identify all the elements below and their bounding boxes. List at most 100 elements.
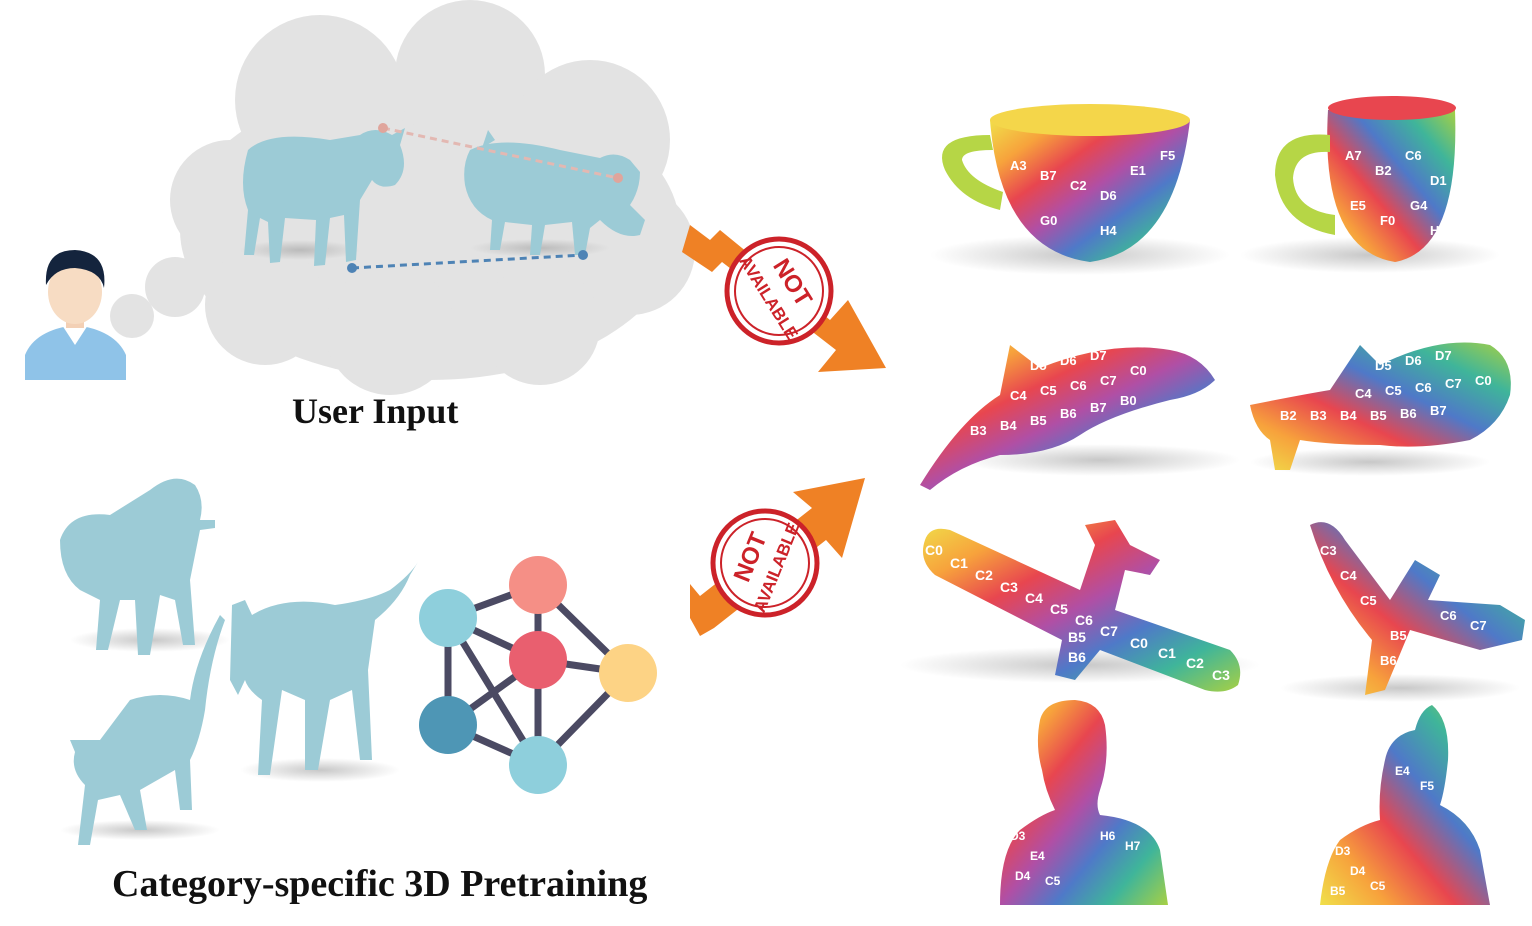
stamp-not-available-bottom: NOT AVAILABLE	[710, 508, 820, 618]
nn-node-yellow	[599, 644, 657, 702]
cup-left-label-1: B7	[1040, 168, 1057, 183]
plane-left-label-3: C3	[1000, 579, 1018, 595]
airplane-left: C0 C1 C2 C3 C4 C5 C6 C7 C0 C1 C2 C3 B5 B…	[900, 520, 1260, 692]
dolphin-left-label-4: C5	[1040, 383, 1057, 398]
plane-left-label-0: C0	[925, 542, 943, 558]
plane-right-label-2: C5	[1360, 593, 1377, 608]
plane-right-label-6: B6	[1380, 653, 1397, 668]
bust-left-label-0: D3	[1010, 829, 1026, 843]
plane-right-label-1: C4	[1340, 568, 1357, 583]
cup-right-label-7: H3	[1430, 223, 1447, 238]
fish-right-label-4: C5	[1385, 383, 1402, 398]
cup-right-label-4: E5	[1350, 198, 1366, 213]
cup-right-label-0: A7	[1345, 148, 1362, 163]
cup-right: A7 B2 C6 D1 E5 F0 G4 H3	[1240, 96, 1500, 273]
cup-left-label-3: D6	[1100, 188, 1117, 203]
dolphin-left-label-3: C4	[1010, 388, 1027, 403]
bust-right-label-3: B5	[1330, 884, 1346, 898]
bust-right-label-5: F5	[1420, 779, 1434, 793]
plane-left-label-13: B6	[1068, 649, 1086, 665]
plane-left-label-11: C3	[1212, 667, 1230, 683]
stamp-not-available-top: NOT AVAILABLE	[724, 236, 834, 346]
plane-left-label-12: B5	[1068, 629, 1086, 645]
cup-right-label-5: F0	[1380, 213, 1395, 228]
fish-right-label-0: D5	[1375, 358, 1392, 373]
cow-shape	[240, 128, 405, 266]
dog-shape	[230, 562, 418, 782]
fish-right-label-3: C4	[1355, 386, 1372, 401]
dolphin-left: D5 D6 D7 C4 C5 C6 C7 C0 B3 B4 B5 B6 B7 B…	[920, 345, 1240, 490]
bust-right-label-0: D3	[1335, 844, 1351, 858]
bust-left-label-5: H7	[1125, 839, 1141, 853]
bust-left: D3 E4 D4 C5 H6 H7	[1000, 700, 1168, 905]
plane-left-label-7: C7	[1100, 623, 1118, 639]
bust-right-label-4: E4	[1395, 764, 1410, 778]
bust-left-label-4: H6	[1100, 829, 1116, 843]
cup-right-label-3: D1	[1430, 173, 1447, 188]
pretraining-caption: Category-specific 3D Pretraining	[112, 863, 648, 905]
fish-right-label-5: C6	[1415, 380, 1432, 395]
dolphin-left-label-2: D7	[1090, 348, 1107, 363]
fish-right-label-7: C0	[1475, 373, 1492, 388]
plane-right-label-5: B5	[1390, 628, 1407, 643]
nn-node-darkblue	[419, 696, 477, 754]
bust-left-label-1: E4	[1030, 849, 1045, 863]
fish-right-label-12: B6	[1400, 406, 1417, 421]
dolphin-left-label-11: B6	[1060, 406, 1077, 421]
plane-right-label-3: C6	[1440, 608, 1457, 623]
cup-left-label-4: E1	[1130, 163, 1146, 178]
plane-left-label-10: C2	[1186, 655, 1204, 671]
dolphin-left-label-9: B4	[1000, 418, 1017, 433]
plane-left-label-6: C6	[1075, 612, 1093, 628]
user-input-caption: User Input	[292, 391, 459, 431]
dolphin-left-label-8: B3	[970, 423, 987, 438]
dolphin-left-label-13: B0	[1120, 393, 1137, 408]
nn-node-red	[509, 631, 567, 689]
cup-left-label-2: C2	[1070, 178, 1087, 193]
cup-left-label-7: H4	[1100, 223, 1117, 238]
bust-left-label-3: C5	[1045, 874, 1061, 888]
fish-right-label-6: C7	[1445, 376, 1462, 391]
fish-right-label-2: D7	[1435, 348, 1452, 363]
plane-left-label-1: C1	[950, 555, 968, 571]
bust-right: D3 D4 C5 B5 E4 F5	[1320, 705, 1490, 905]
dolphin-left-label-6: C7	[1100, 373, 1117, 388]
fish-right-label-9: B3	[1310, 408, 1327, 423]
plane-left-label-8: C0	[1130, 635, 1148, 651]
bust-right-label-1: D4	[1350, 864, 1366, 878]
nn-node-lightblue-top	[419, 589, 477, 647]
nn-node-lightblue-bottom	[509, 736, 567, 794]
dolphin-left-label-10: B5	[1030, 413, 1047, 428]
plane-left-label-2: C2	[975, 567, 993, 583]
fish-right-label-11: B5	[1370, 408, 1387, 423]
dolphin-left-label-5: C6	[1070, 378, 1087, 393]
dolphin-left-label-0: D5	[1030, 358, 1047, 373]
plane-left-label-4: C4	[1025, 590, 1043, 606]
correspondence-lines	[347, 123, 623, 273]
fish-right-label-1: D6	[1405, 353, 1422, 368]
plane-right-label-0: C3	[1320, 543, 1337, 558]
cup-left-label-6: G0	[1040, 213, 1057, 228]
cup-left: A3 B7 C2 D6 E1 F5 G0 H4	[930, 104, 1230, 275]
plane-left-label-9: C1	[1158, 645, 1176, 661]
pig-shape	[464, 130, 645, 257]
cup-right-label-1: B2	[1375, 163, 1392, 178]
neural-network	[419, 556, 657, 794]
dolphin-left-label-12: B7	[1090, 400, 1107, 415]
fish-right-label-13: B7	[1430, 403, 1447, 418]
bust-left-label-2: D4	[1015, 869, 1031, 883]
dolphin-left-label-7: C0	[1130, 363, 1147, 378]
cup-left-label-5: F5	[1160, 148, 1175, 163]
airplane-right: C3 C4 C5 C6 C7 B5 B6	[1280, 522, 1525, 702]
cup-right-label-2: C6	[1405, 148, 1422, 163]
plane-left-label-5: C5	[1050, 601, 1068, 617]
fish-right: D5 D6 D7 C4 C5 C6 C7 C0 B2 B3 B4 B5 B6 B…	[1250, 342, 1511, 476]
cup-left-label-0: A3	[1010, 158, 1027, 173]
cup-right-label-6: G4	[1410, 198, 1428, 213]
fish-right-label-8: B2	[1280, 408, 1297, 423]
dolphin-left-label-1: D6	[1060, 353, 1077, 368]
bust-right-label-2: C5	[1370, 879, 1386, 893]
plane-right-label-4: C7	[1470, 618, 1487, 633]
